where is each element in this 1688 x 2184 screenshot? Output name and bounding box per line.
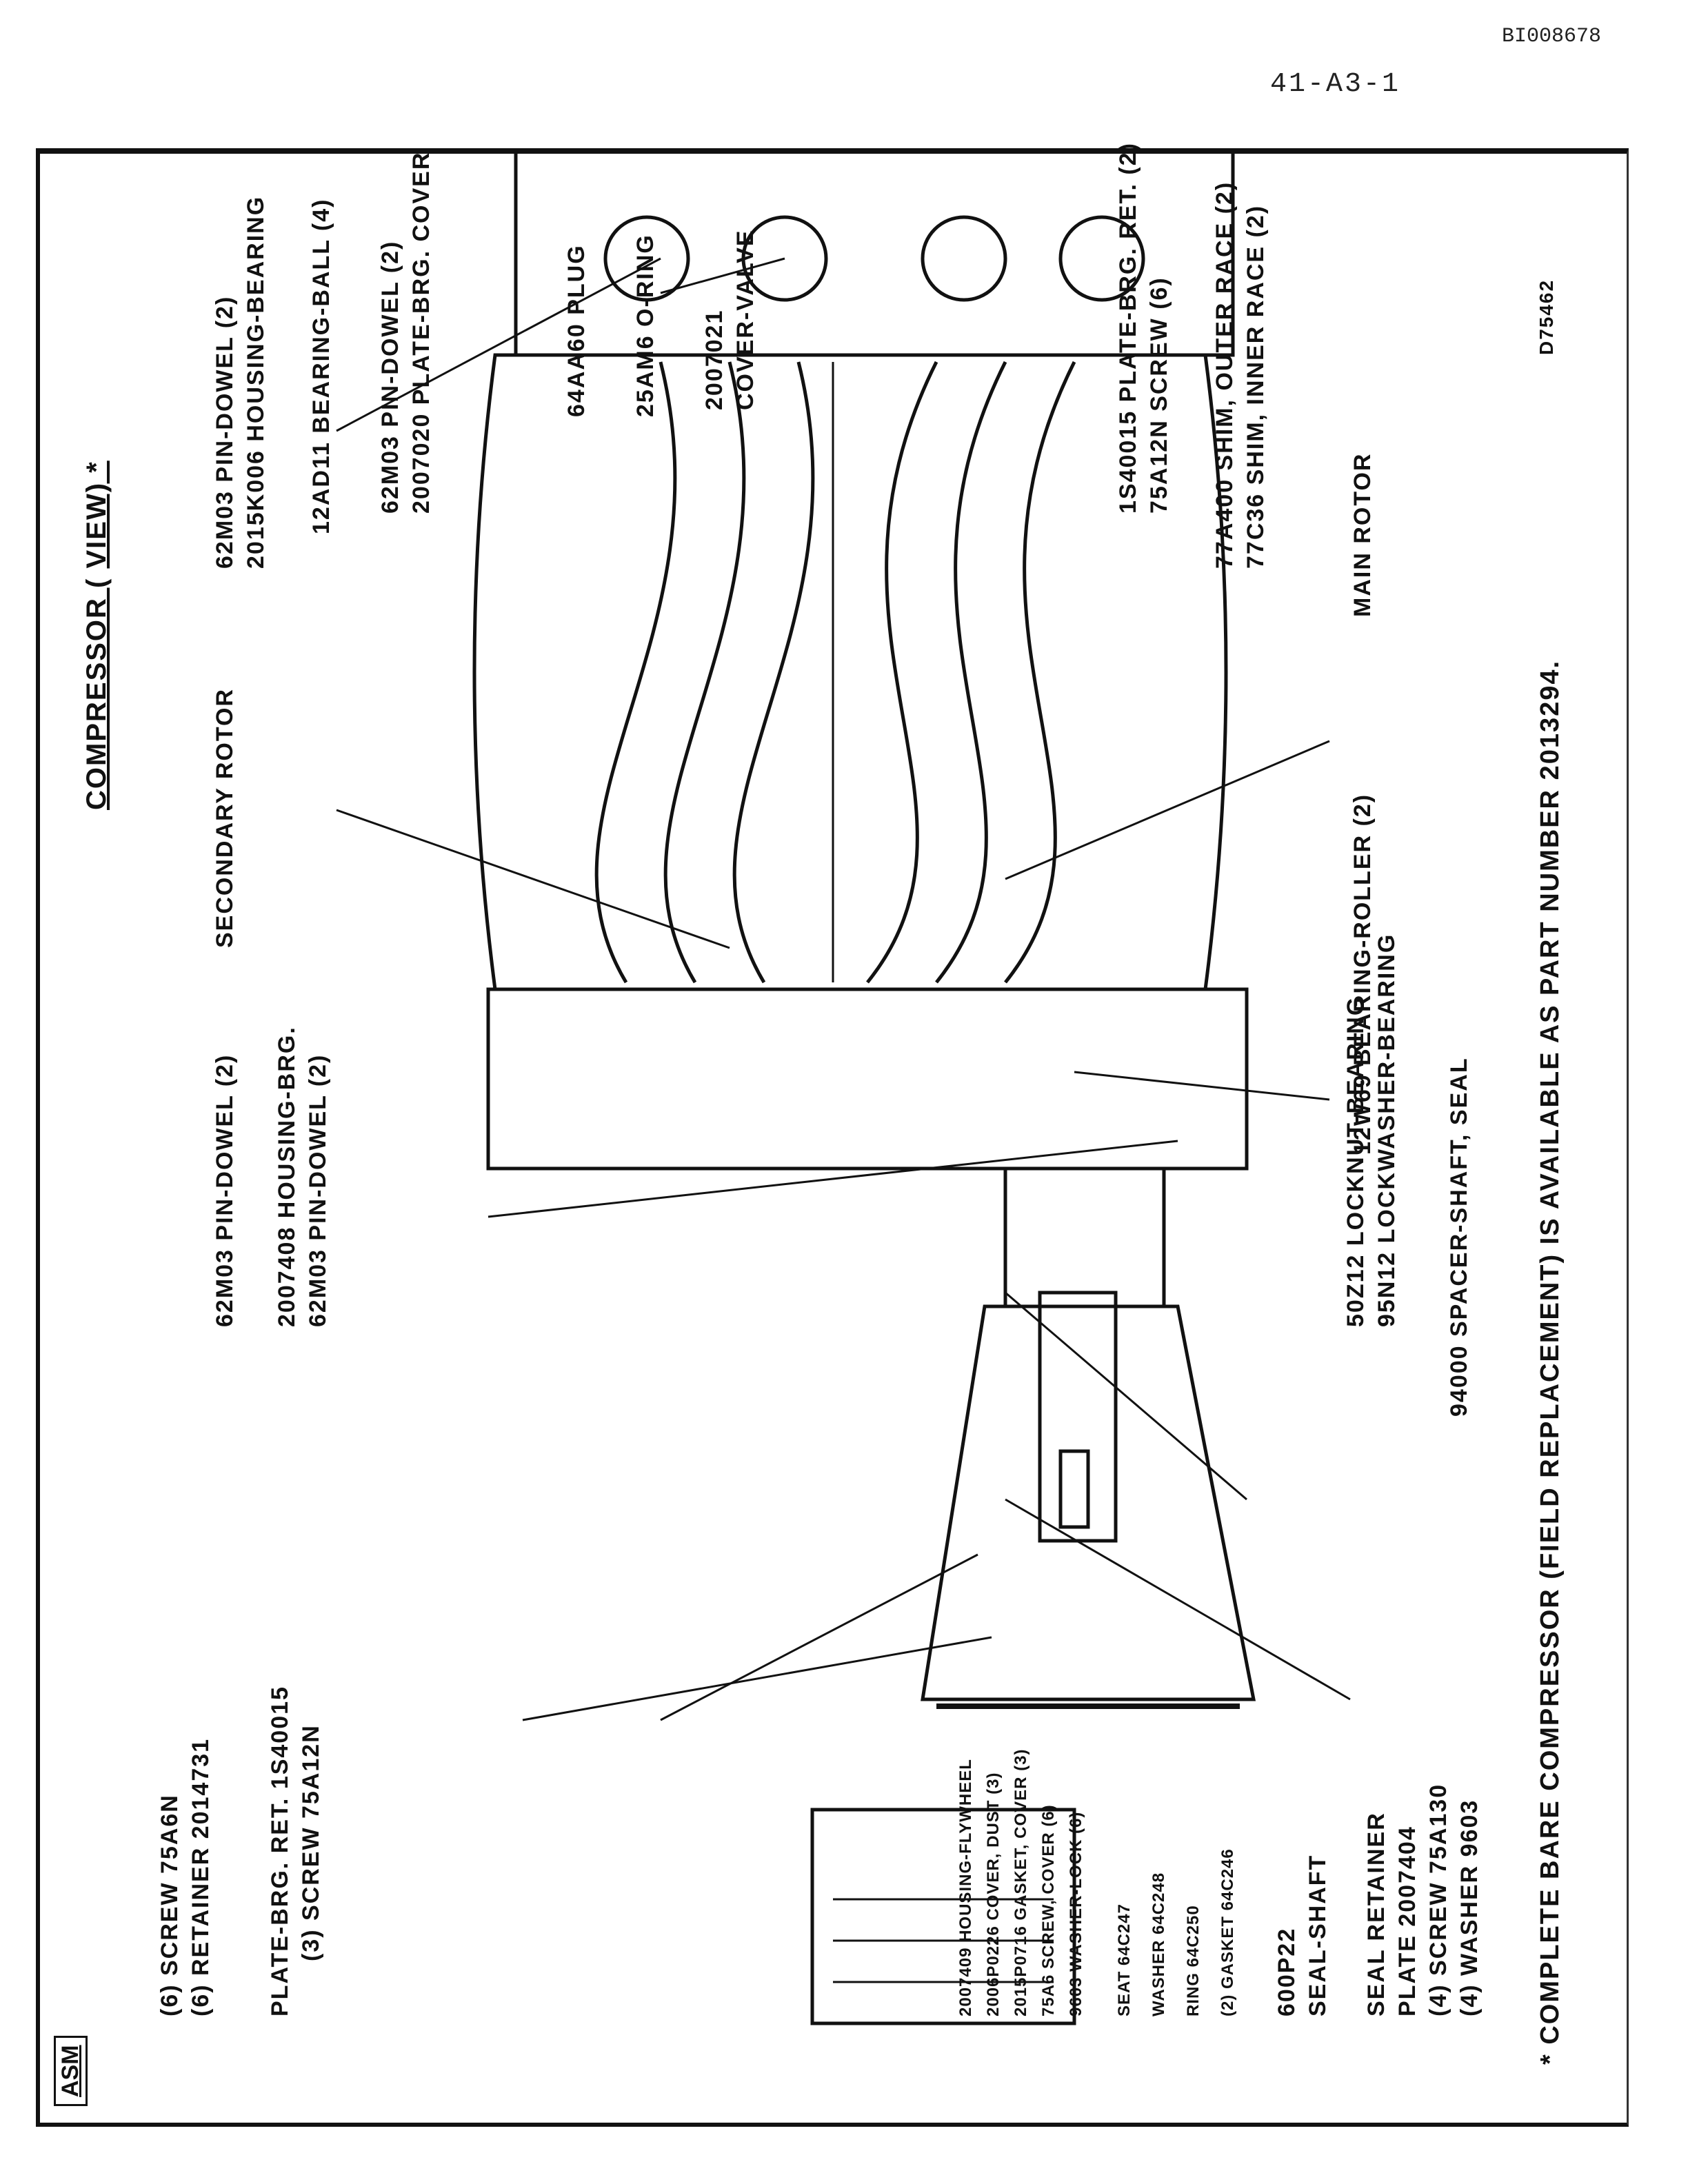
diagram-title: Compressor ( View) * [81, 461, 112, 810]
label-plug: 64AA60 Plug [563, 244, 590, 417]
title-view-text: View) * [81, 461, 112, 569]
label-spacer: 94000 Spacer-Shaft, Seal [1446, 1057, 1472, 1417]
ball-bearing-bottom [1058, 215, 1145, 302]
label-screw-3: (3) Screw 75A12N [298, 1724, 324, 1961]
ball-bearing-low [921, 215, 1007, 302]
label-shaft-seal: Seal-Shaft [1305, 1854, 1331, 2016]
label-dowel-2-top: 62M03 Pin-Dowel (2) [212, 295, 238, 569]
main-rotor [866, 361, 938, 984]
drive-shaft [1038, 1291, 1118, 1543]
label-housing-brg: 2007408 Housing-Brg. [274, 1026, 300, 1327]
label-o-ring: 25AM6 O-Ring [632, 234, 659, 417]
label-screw-cover: 75A6 Screw, Cover (6) [1039, 1804, 1058, 2016]
label-ring: Ring 64C250 [1184, 1905, 1203, 2016]
flywheel-housing-outline [921, 1304, 1256, 1701]
seal-detail-inset [810, 1808, 1076, 2025]
label-shim-outer: 77A400 Shim, Outer Race (2) [1212, 181, 1238, 569]
label-cover-valve-number: 2007021 [701, 309, 727, 410]
label-screw-4: (4) Screw 75A130 [1425, 1783, 1451, 2016]
label-seal-retainer-plate: Plate 2007404 [1394, 1826, 1420, 2016]
label-washer-lock: 9603 Washer-Lock (6) [1067, 1811, 1085, 2016]
compressor-drawing [336, 152, 1351, 2025]
drawing-number: D75462 [1536, 279, 1557, 355]
label-housing-brg-dowel: 62M03 Pin-Dowel (2) [305, 1053, 331, 1327]
label-retainer-6: (6) Retainer 2014731 [188, 1737, 214, 2016]
label-gasket-cover: 2015P0716 Gasket, Cover (3) [1012, 1748, 1030, 2017]
label-plate-brg-ret: Plate-Brg. Ret. 1S40015 [267, 1686, 293, 2016]
drawing-frame [36, 148, 1629, 2127]
label-plate-brg-cover: 2007020 Plate-Brg. Cover [408, 151, 434, 514]
page-reference: 41-A3-1 [1270, 69, 1401, 100]
label-seal-retainer: Seal Retainer [1363, 1812, 1389, 2016]
ball-bearing-mid [741, 215, 828, 302]
bearing-housing-right [514, 152, 1235, 357]
label-locknut: 50Z12 Locknut-Bearing [1343, 995, 1369, 1327]
title-text: Compressor ( [81, 577, 112, 810]
label-screw-6b: 75A12N Screw (6) [1146, 276, 1172, 514]
seal-assembly [1003, 1166, 1166, 1308]
label-seat: Seat 64C247 [1115, 1903, 1134, 2016]
label-dowel-2-left: 62M03 Pin-Dowel (2) [212, 1053, 238, 1327]
label-lockwasher: 95N12 Lockwasher-Bearing [1374, 933, 1400, 1327]
footnote: * Complete bare compressor (field replac… [1536, 659, 1565, 2065]
label-bearing-ball: 12AD11 Bearing-Ball (4) [308, 198, 334, 534]
label-washer-64c248: Washer 64C248 [1149, 1872, 1168, 2016]
ball-bearing-top [603, 215, 690, 302]
label-dowel-2-mid: 62M03 Pin-Dowel (2) [377, 240, 403, 514]
label-main-rotor: Main Rotor [1349, 452, 1376, 617]
label-secondary-rotor: Secondary Rotor [212, 688, 238, 948]
label-washer-4: (4) Washer 9603 [1456, 1799, 1483, 2016]
label-gasket-2: (2) Gasket 64C246 [1218, 1848, 1237, 2016]
secondary-rotor [594, 361, 677, 984]
label-cover-dust: 2006P0226 Cover, Dust (3) [984, 1772, 1003, 2016]
document-id: BI008678 [1502, 25, 1602, 48]
rotor-casing [472, 353, 1228, 991]
label-shaft-number: 600P22 [1274, 1927, 1300, 2016]
label-plate-brg-ret-2: 1S40015 Plate-Brg. Ret. (2) [1115, 142, 1141, 514]
label-cover-valve: Cover-Valve [732, 229, 758, 410]
label-shim-inner: 77C36 Shim, Inner Race (2) [1243, 204, 1269, 569]
compressor-diagram: ASM Compressor ( View) * (6) Screw 75A6N… [40, 142, 1626, 2120]
label-screw-6: (6) Screw 75A6N [157, 1794, 183, 2016]
label-housing-bearing: 2015K006 Housing-Bearing [243, 195, 269, 569]
label-housing-flywheel: 2007409 Housing-Flywheel [956, 1759, 975, 2016]
asm-label: ASM [54, 2036, 88, 2106]
